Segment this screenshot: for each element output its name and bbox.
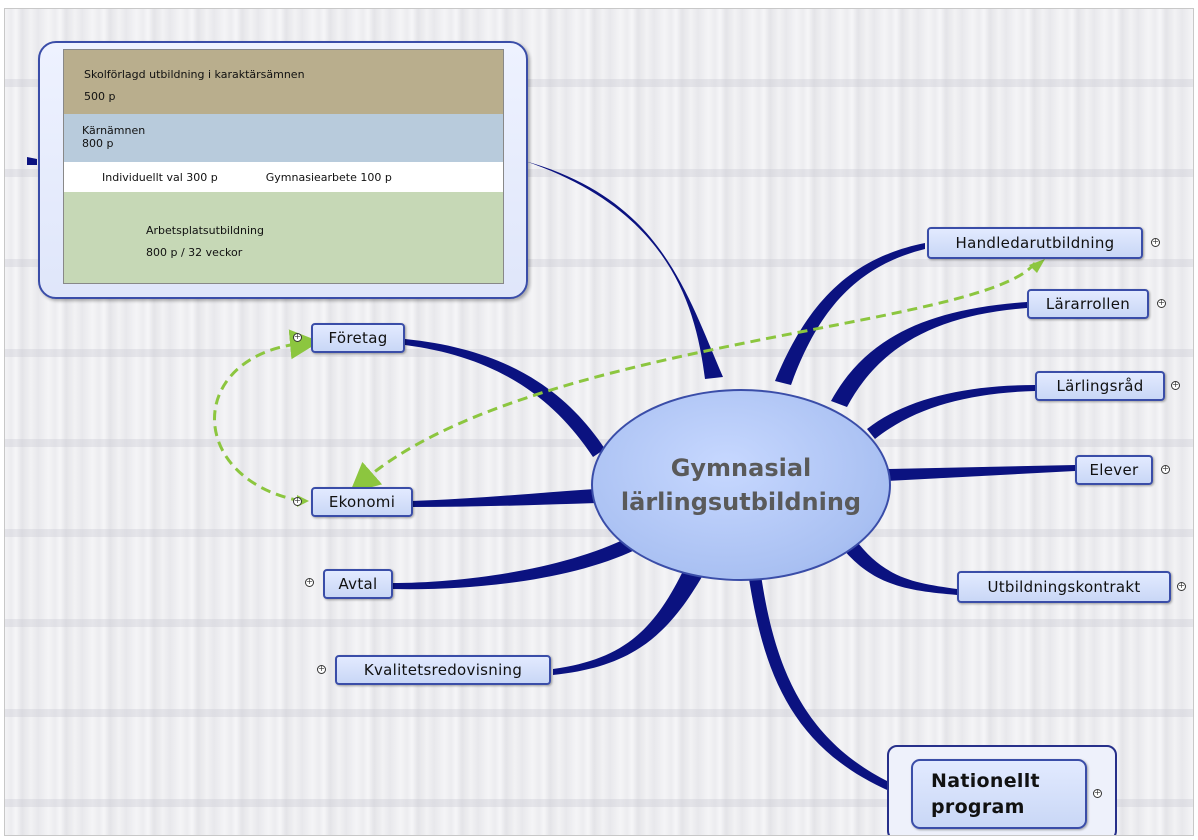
topic-elever[interactable]: Elever: [1075, 455, 1153, 485]
plus-circle-icon[interactable]: +: [317, 664, 326, 674]
branch-lines: [27, 157, 1075, 799]
band-individuellt-gymnasiearbete: Individuellt val 300 p Gymnasiearbete 10…: [63, 162, 504, 192]
plus-circle-icon[interactable]: +: [1093, 788, 1102, 798]
topic-larlingsrad-label: Lärlingsråd: [1056, 377, 1144, 395]
topic-lararrollen-label: Lärarrollen: [1045, 295, 1131, 313]
relationship-start-arrowhead: [1029, 259, 1045, 273]
central-topic-line2: lärlingsutbildning: [620, 488, 862, 516]
topic-nationellt-program[interactable]: Nationellt program: [911, 759, 1087, 829]
topic-utbildningskontrakt-label: Utbildningskontrakt: [987, 578, 1141, 596]
topic-avtal[interactable]: Avtal: [323, 569, 393, 599]
branch-kvalitetsredovisning: [553, 567, 703, 675]
branch-utbildningskontrakt: [843, 539, 957, 595]
plus-circle-icon[interactable]: +: [1177, 581, 1186, 591]
topic-ekonomi[interactable]: Ekonomi: [311, 487, 413, 517]
branch-elever: [887, 465, 1075, 481]
branch-larlingsrad: [867, 385, 1035, 439]
topic-avtal-label: Avtal: [338, 575, 378, 593]
band-arbetsplats-points: 800 p / 32 veckor: [146, 246, 243, 259]
band-karnamnen-points: 800 p: [82, 137, 114, 150]
branch-handledarutbildning: [775, 243, 925, 385]
branch-ekonomi: [411, 489, 597, 507]
topic-lararrollen[interactable]: Lärarrollen: [1027, 289, 1149, 319]
branch-avtal: [391, 537, 637, 590]
topic-kvalitetsredovisning-label: Kvalitetsredovisning: [363, 661, 523, 679]
band-skolforlagd-title: Skolförlagd utbildning i karaktärsämnen: [84, 68, 305, 81]
topic-foretag-label: Företag: [328, 329, 388, 347]
band-skolforlagd-points: 500 p: [84, 90, 116, 103]
mindmap-canvas: Skolförlagd utbildning i karaktärsämnen …: [4, 8, 1194, 836]
topic-utbildningskontrakt[interactable]: Utbildningskontrakt: [957, 571, 1171, 603]
band-gymnasiearbete: Gymnasiearbete 100 p: [265, 170, 392, 184]
central-topic-line1: Gymnasial: [670, 454, 812, 482]
program-structure-table: Skolförlagd utbildning i karaktärsämnen …: [63, 49, 504, 284]
topic-larlingsrad[interactable]: Lärlingsråd: [1035, 371, 1165, 401]
plus-circle-icon[interactable]: +: [293, 496, 302, 506]
plus-circle-icon[interactable]: +: [305, 577, 314, 587]
central-topic[interactable]: Gymnasial lärlingsutbildning: [591, 389, 891, 581]
branch-lararrollen: [831, 302, 1027, 407]
relationship-handledar-ekonomi: [349, 262, 1037, 493]
plus-circle-icon[interactable]: +: [1161, 464, 1170, 474]
branch-foretag: [405, 339, 605, 457]
band-arbetsplats-title: Arbetsplatsutbildning: [146, 224, 265, 237]
topic-nationellt-program-line2: program: [931, 796, 1025, 818]
relationship-ekonomi-foretag: [213, 329, 320, 503]
band-karnamnen-title: Kärnämnen: [82, 124, 146, 137]
topic-elever-label: Elever: [1089, 461, 1139, 479]
topic-foretag[interactable]: Företag: [311, 323, 405, 353]
topic-ekonomi-label: Ekonomi: [328, 493, 396, 511]
topic-handledarutbildning-label: Handledarutbildning: [955, 234, 1115, 252]
topic-nationellt-program-line1: Nationellt: [931, 770, 1040, 792]
branch-nationellt-program: [749, 575, 909, 799]
program-structure-box[interactable]: Skolförlagd utbildning i karaktärsämnen …: [38, 41, 528, 299]
band-skolforlagd: Skolförlagd utbildning i karaktärsämnen …: [63, 49, 504, 114]
topic-kvalitetsredovisning[interactable]: Kvalitetsredovisning: [335, 655, 551, 685]
band-karnamnen: Kärnämnen 800 p: [63, 114, 504, 162]
branch-stub-left: [27, 157, 37, 165]
band-arbetsplats: Arbetsplatsutbildning 800 p / 32 veckor: [63, 192, 504, 284]
branch-structure-box: [525, 161, 723, 379]
plus-circle-icon[interactable]: +: [1151, 237, 1160, 247]
topic-handledarutbildning[interactable]: Handledarutbildning: [927, 227, 1143, 259]
plus-circle-icon[interactable]: +: [293, 332, 302, 342]
plus-circle-icon[interactable]: +: [1157, 298, 1166, 308]
plus-circle-icon[interactable]: +: [1171, 380, 1180, 390]
band-individuellt-val: Individuellt val 300 p: [102, 170, 218, 184]
